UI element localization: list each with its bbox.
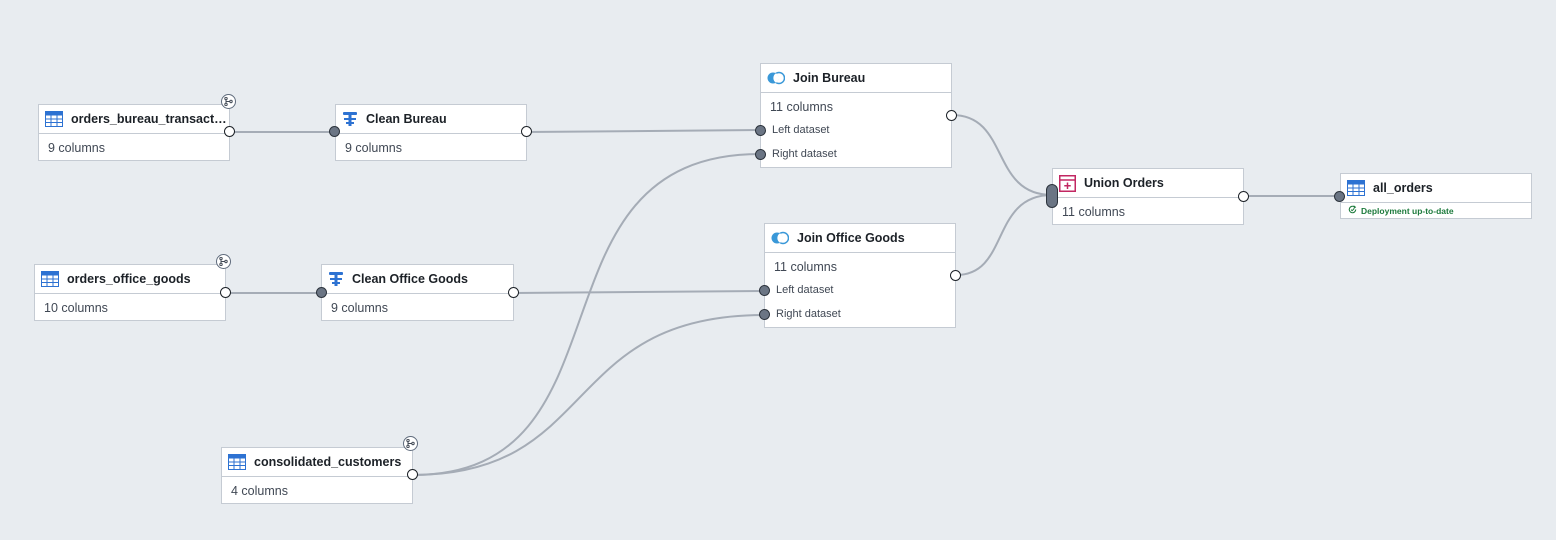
table-icon xyxy=(1347,180,1365,196)
node-title: orders_office_goods xyxy=(67,272,191,286)
left-dataset-label: Left dataset xyxy=(772,124,830,136)
edge-join-office-to-union xyxy=(955,194,1053,276)
input-port[interactable] xyxy=(329,126,340,137)
input-port[interactable] xyxy=(1334,191,1345,202)
node-title: Join Office Goods xyxy=(797,231,905,245)
edge-clean-bureau-to-join-bureau xyxy=(526,129,761,133)
node-clean-office-goods[interactable]: Clean Office Goods 9 columns xyxy=(321,264,514,321)
join-icon xyxy=(771,231,789,245)
deployment-status: Deployment up-to-date xyxy=(1341,203,1531,216)
node-join-office-goods[interactable]: Join Office Goods 11 columns Left datase… xyxy=(764,223,956,328)
node-title: Join Bureau xyxy=(793,71,866,85)
refresh-check-icon xyxy=(1348,205,1361,216)
node-consolidated-customers[interactable]: consolidated_customers 4 columns xyxy=(221,447,413,504)
output-port[interactable] xyxy=(946,110,957,121)
node-title: consolidated_customers xyxy=(254,455,402,469)
table-icon xyxy=(45,111,63,127)
edge-join-bureau-to-union xyxy=(951,114,1053,196)
node-join-bureau[interactable]: Join Bureau 11 columns Left dataset Righ… xyxy=(760,63,952,168)
table-icon xyxy=(41,271,59,287)
right-dataset-label: Right dataset xyxy=(772,148,837,160)
clean-transform-icon xyxy=(328,271,344,287)
node-column-count: 10 columns xyxy=(44,301,108,315)
output-port[interactable] xyxy=(220,287,231,298)
output-port[interactable] xyxy=(950,270,961,281)
deployment-status-text: Deployment up-to-date xyxy=(1361,205,1454,216)
branch-icon[interactable] xyxy=(216,254,231,269)
join-icon xyxy=(767,71,785,85)
node-title: Union Orders xyxy=(1084,176,1164,190)
node-clean-bureau[interactable]: Clean Bureau 9 columns xyxy=(335,104,527,161)
input-port[interactable] xyxy=(316,287,327,298)
node-title: Clean Bureau xyxy=(366,112,447,126)
union-input-port[interactable] xyxy=(1046,184,1058,208)
node-column-count: 9 columns xyxy=(345,141,402,155)
node-all-orders[interactable]: all_orders Deployment up-to-date xyxy=(1340,173,1532,219)
union-icon xyxy=(1059,174,1076,192)
output-port[interactable] xyxy=(1238,191,1249,202)
output-port[interactable] xyxy=(224,126,235,137)
right-dataset-label: Right dataset xyxy=(776,308,841,320)
node-column-count: 9 columns xyxy=(331,301,388,315)
node-title: all_orders xyxy=(1373,181,1433,195)
right-dataset-input-port[interactable] xyxy=(755,149,766,160)
node-column-count: 11 columns xyxy=(1062,205,1125,219)
node-column-count: 11 columns xyxy=(770,100,833,114)
branch-icon[interactable] xyxy=(221,94,236,109)
node-column-count: 9 columns xyxy=(48,141,105,155)
node-orders-bureau-transactions[interactable]: orders_bureau_transacti… 9 columns xyxy=(38,104,230,161)
node-column-count: 11 columns xyxy=(774,260,837,274)
branch-icon[interactable] xyxy=(403,436,418,451)
right-dataset-input-port[interactable] xyxy=(759,309,770,320)
node-title: Clean Office Goods xyxy=(352,272,468,286)
node-title: orders_bureau_transacti… xyxy=(71,112,229,126)
output-port[interactable] xyxy=(521,126,532,137)
left-dataset-input-port[interactable] xyxy=(755,125,766,136)
node-orders-office-goods[interactable]: orders_office_goods 10 columns xyxy=(34,264,226,321)
left-dataset-label: Left dataset xyxy=(776,284,834,296)
node-union-orders[interactable]: Union Orders 11 columns xyxy=(1052,168,1244,225)
node-column-count: 4 columns xyxy=(231,484,288,498)
output-port[interactable] xyxy=(407,469,418,480)
table-icon xyxy=(228,454,246,470)
edge-consolidated-to-join-office xyxy=(412,314,765,476)
output-port[interactable] xyxy=(508,287,519,298)
clean-transform-icon xyxy=(342,111,358,127)
left-dataset-input-port[interactable] xyxy=(759,285,770,296)
edge-clean-office-to-join-office xyxy=(513,290,765,294)
